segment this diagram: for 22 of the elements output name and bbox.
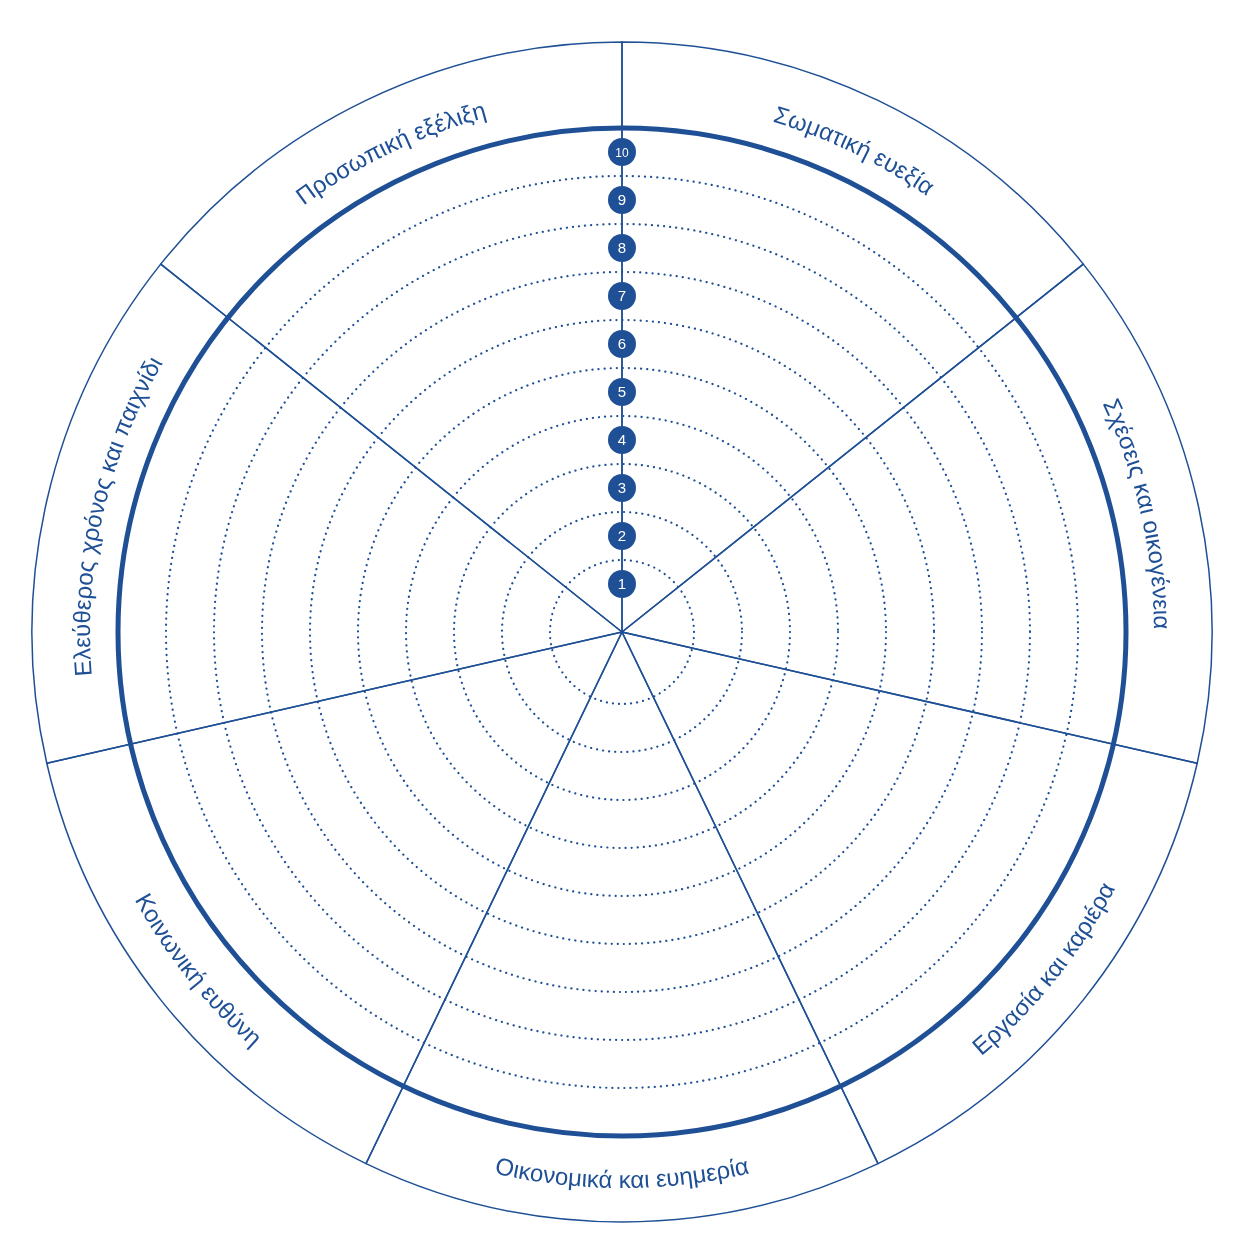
scale-badge [608,138,636,166]
scale-badge [608,570,636,598]
scale-badge [608,378,636,406]
scale-number: 7 [617,287,627,304]
wheel-segment [365,631,879,1222]
scale-badge [608,282,636,310]
segment-label: Οικονομικά και ευημερία [493,1151,752,1193]
scale-number: 5 [617,383,627,400]
scale-number: 2 [617,527,627,544]
scale-number: 3 [617,479,627,496]
scale-badge [608,186,636,214]
scale-badge [608,234,636,262]
scale-number: 6 [617,335,627,352]
scale-badge [608,522,636,550]
scale-number: 10 [615,146,629,160]
scale-number: 8 [617,239,627,256]
scale-badge [608,330,636,358]
scale-number: 4 [617,431,627,448]
scale-number: 1 [617,575,627,592]
scale-number: 9 [617,191,627,208]
scale-badge [608,426,636,454]
scale-badge [608,474,636,502]
